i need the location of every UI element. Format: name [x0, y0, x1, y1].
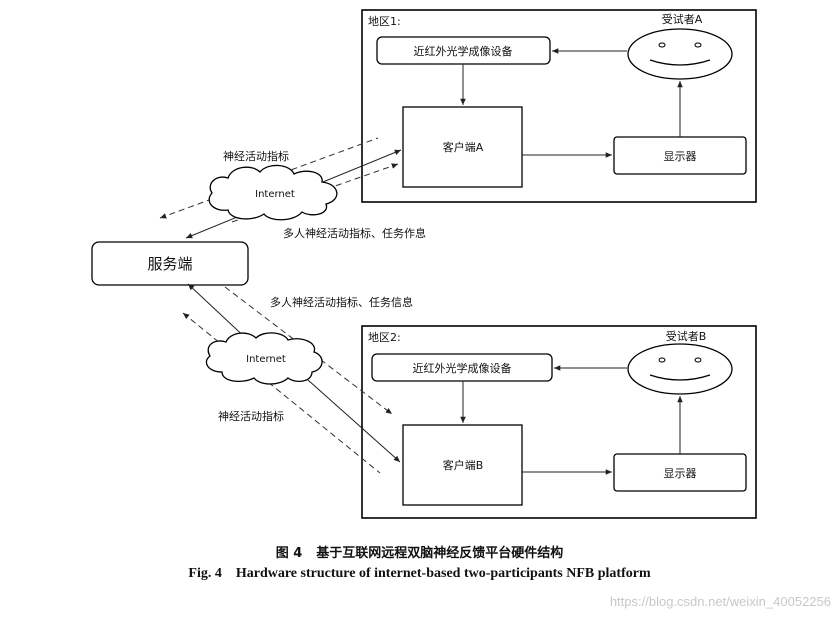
annotation-top-multi: 多人神经活动指标、任务作息 — [283, 226, 426, 240]
region1-client — [402, 106, 523, 188]
region2-client-label: 客户端B — [443, 458, 484, 472]
bottom-solid-link — [187, 283, 251, 343]
region1-client-label: 客户端A — [443, 140, 484, 154]
watermark: https://blog.csdn.net/weixin_40052256 — [609, 594, 831, 609]
region2-imaging-label: 近红外光学成像设备 — [413, 361, 512, 375]
figure-number-en: Fig. 4 — [188, 566, 222, 581]
region1-imaging-label: 近红外光学成像设备 — [414, 44, 513, 58]
server-label: 服务端 — [147, 255, 192, 273]
annotation-bottom-neural: 神经活动指标 — [218, 409, 284, 423]
annotation-top-neural: 神经活动指标 — [223, 149, 289, 163]
figure-caption-en: Fig. 4 Hardware structure of internet-bas… — [0, 566, 839, 582]
region1-label: 地区1: — [368, 15, 401, 28]
smiley-face-a-icon — [627, 28, 733, 80]
region2-imaging-device — [371, 353, 553, 382]
region2-client — [402, 424, 523, 506]
region2-subject-label: 受试者B — [666, 330, 707, 343]
bottom-dashed-line-return — [182, 312, 381, 474]
region1-display-label: 显示器 — [664, 150, 697, 163]
internet-cloud-top-icon — [208, 164, 338, 221]
smiley-face-b-icon — [627, 343, 733, 395]
internet-cloud-top-label: Internet — [255, 189, 295, 200]
region1-subject-label: 受试者A — [662, 13, 703, 26]
figure-title-en: Hardware structure of internet-based two… — [235, 566, 651, 581]
hardware-structure-diagram: 地区1: 近红外光学成像设备 受试者A 客户端A 显示器 地区2: 近红外光学成… — [91, 9, 757, 519]
figure-number-cn: 图 4 — [275, 546, 303, 561]
bottom-solid-link-lower — [298, 371, 401, 463]
server-box — [91, 241, 249, 286]
region1-frame — [361, 9, 757, 203]
internet-cloud-bottom-label: Internet — [246, 354, 286, 365]
internet-cloud-bottom-icon — [205, 332, 323, 385]
region2-display-label: 显示器 — [664, 467, 697, 480]
region2-label: 地区2: — [368, 331, 401, 344]
annotation-bottom-multi: 多人神经活动指标、任务信息 — [270, 295, 413, 309]
figure-title-cn: 基于互联网远程双脑神经反馈平台硬件结构 — [316, 546, 564, 561]
figure-caption-cn: 图 4 基于互联网远程双脑神经反馈平台硬件结构 — [0, 542, 839, 561]
